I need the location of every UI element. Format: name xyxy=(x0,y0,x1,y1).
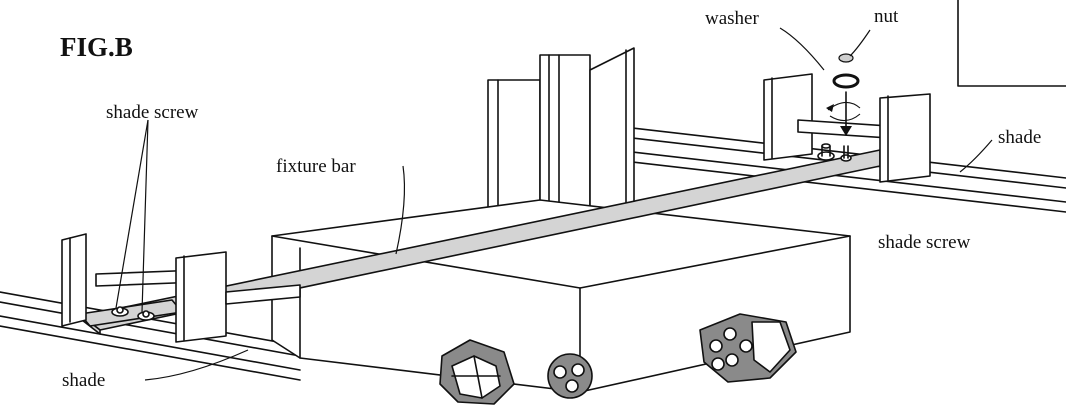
left-end-plate xyxy=(61,233,301,343)
exploded-hardware xyxy=(826,53,861,136)
right-rail xyxy=(631,127,1066,213)
wheel-middle xyxy=(547,353,593,399)
label-shade-screw-left: shade screw xyxy=(106,102,199,123)
label-shade-bottom: shade xyxy=(62,370,105,391)
label-fixture-bar: fixture bar xyxy=(276,156,356,177)
wheel-right xyxy=(699,313,797,383)
label-shade-screw-right: shade screw xyxy=(878,232,971,253)
wheel-left xyxy=(439,339,515,405)
label-nut: nut xyxy=(874,6,899,27)
figure-title: FIG.B xyxy=(60,32,133,62)
left-shade-screws xyxy=(111,306,155,321)
right-end-plate xyxy=(763,73,931,183)
label-shade-right: shade xyxy=(998,127,1041,148)
leader-lines xyxy=(115,27,993,381)
label-washer: washer xyxy=(705,8,759,29)
inset-frame xyxy=(957,0,1066,87)
right-shade-screws xyxy=(817,143,852,162)
